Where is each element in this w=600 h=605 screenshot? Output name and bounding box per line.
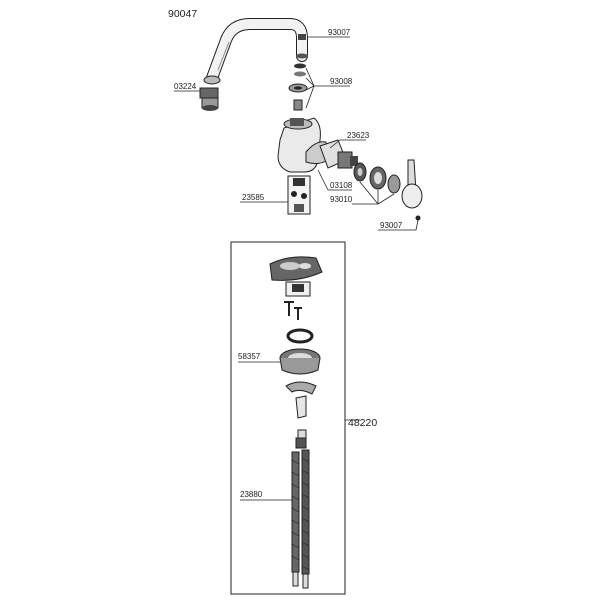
spout-small-parts <box>288 34 308 111</box>
screws <box>284 301 302 320</box>
flex-hoses-23880 <box>291 449 310 589</box>
assembly-48220-box <box>230 241 346 595</box>
assembly-48220-label: 48220 <box>348 417 377 429</box>
label-93007-top: 93007 <box>328 28 351 37</box>
label-23880: 23880 <box>240 490 263 499</box>
faucet-body <box>277 117 329 173</box>
label-93007-bottom: 93007 <box>380 221 403 230</box>
mounting-nut <box>285 281 311 297</box>
label-93008: 93008 <box>330 77 353 86</box>
diagram-title: 90047 <box>168 8 197 20</box>
cartridge-23623 <box>319 139 358 169</box>
label-58357: 58357 <box>238 352 261 361</box>
spout <box>203 18 308 85</box>
aerator <box>199 87 219 111</box>
upper-leader-lines <box>174 36 419 231</box>
lever-handle <box>401 159 423 221</box>
label-23623: 23623 <box>347 131 370 140</box>
threaded-rod <box>295 395 307 441</box>
fixing-ring-58357 <box>279 348 321 375</box>
label-93010: 93010 <box>330 195 353 204</box>
horseshoe-washer <box>285 381 317 395</box>
mounting-bracket <box>269 256 323 281</box>
tube-connector <box>295 437 307 449</box>
valve-stack-23585 <box>287 175 311 215</box>
o-ring <box>286 328 314 344</box>
washers-93010 <box>353 162 401 194</box>
label-23585: 23585 <box>242 193 265 202</box>
label-03108: 03108 <box>330 181 353 190</box>
label-03224: 03224 <box>174 82 197 91</box>
